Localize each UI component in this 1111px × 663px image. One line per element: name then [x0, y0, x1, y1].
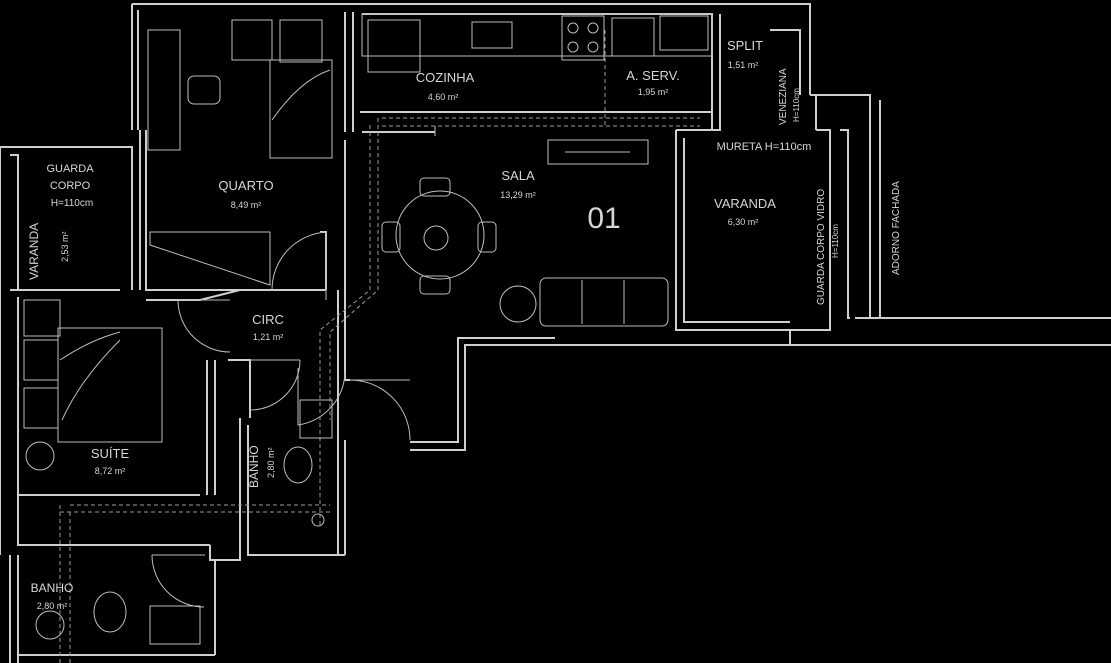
nightstand-icon: [23, 299, 61, 337]
guarda-corpo-line2: CORPO: [50, 180, 91, 192]
varanda-sala-area: 6,30 m²: [728, 217, 759, 227]
adorno-fachada-label: ADORNO FACHADA: [891, 181, 902, 275]
dining-table-icon: [395, 190, 485, 280]
split-label: SPLIT: [727, 38, 763, 53]
toilet-icon: [93, 591, 127, 633]
guarda-corpo-height: H=110cm: [51, 198, 93, 209]
varanda-quarto-area: 2,53 m²: [60, 231, 70, 262]
room-labels: 01 COZINHA 4,60 m² A. SERV. 1,95 m² SPLI…: [27, 38, 902, 611]
area-servico-area: 1,95 m²: [638, 87, 669, 97]
bed-icon: [57, 327, 163, 443]
suite-label: SUÍTE: [91, 446, 130, 461]
banho-suite-area: 2,80 m²: [37, 601, 68, 611]
laundry-sink-icon: [659, 15, 709, 51]
tv-icon: [547, 139, 649, 165]
quarto-area: 8,49 m²: [231, 200, 262, 210]
fridge-icon: [367, 19, 421, 73]
veneziana-height: H=110cm: [792, 88, 801, 122]
sink-icon: [299, 399, 333, 439]
sofa-icon: [539, 277, 669, 327]
varanda-sala-label: VARANDA: [714, 196, 776, 211]
banho-social-label: BANHO: [247, 445, 261, 488]
bed-icon: [269, 59, 333, 159]
split-area: 1,51 m²: [728, 60, 759, 70]
wardrobe-icon: [149, 231, 271, 286]
circ-label: CIRC: [252, 312, 284, 327]
mureta-label: MURETA H=110cm: [717, 141, 812, 153]
sala-label: SALA: [501, 168, 535, 183]
stove-icon: [561, 15, 605, 61]
unit-number: 01: [587, 202, 620, 235]
area-servico-label: A. SERV.: [626, 68, 679, 83]
cozinha-area: 4,60 m²: [428, 92, 459, 102]
guarda-corpo-vidro-label: GUARDA CORPO VIDRO: [816, 189, 827, 305]
veneziana-label: VENEZIANA: [778, 68, 789, 125]
sala-area: 13,29 m²: [500, 190, 536, 200]
chair-icon: [187, 75, 221, 105]
guarda-corpo-line1: GUARDA: [46, 163, 94, 175]
varanda-quarto-label: VARANDA: [27, 223, 41, 280]
furniture: [23, 13, 713, 645]
desk-icon: [147, 29, 181, 151]
doors: [151, 231, 411, 608]
banho-suite-label: BANHO: [31, 581, 74, 595]
plant-icon: [499, 285, 537, 323]
washer-icon: [611, 17, 655, 57]
walls: [0, 3, 1111, 663]
nightstand-icon: [231, 19, 273, 61]
cozinha-label: COZINHA: [416, 70, 475, 85]
banho-social-area: 2,80 m²: [266, 447, 276, 478]
guarda-corpo-vidro-height: H=110cm: [831, 224, 840, 258]
suite-area: 8,72 m²: [95, 466, 126, 476]
quarto-label: QUARTO: [218, 178, 273, 193]
sink-icon: [149, 605, 201, 645]
toilet-icon: [283, 446, 313, 484]
circ-area: 1,21 m²: [253, 332, 284, 342]
armchair-icon: [279, 19, 323, 63]
dashed-lines: [59, 30, 700, 663]
sink-icon: [471, 21, 513, 49]
